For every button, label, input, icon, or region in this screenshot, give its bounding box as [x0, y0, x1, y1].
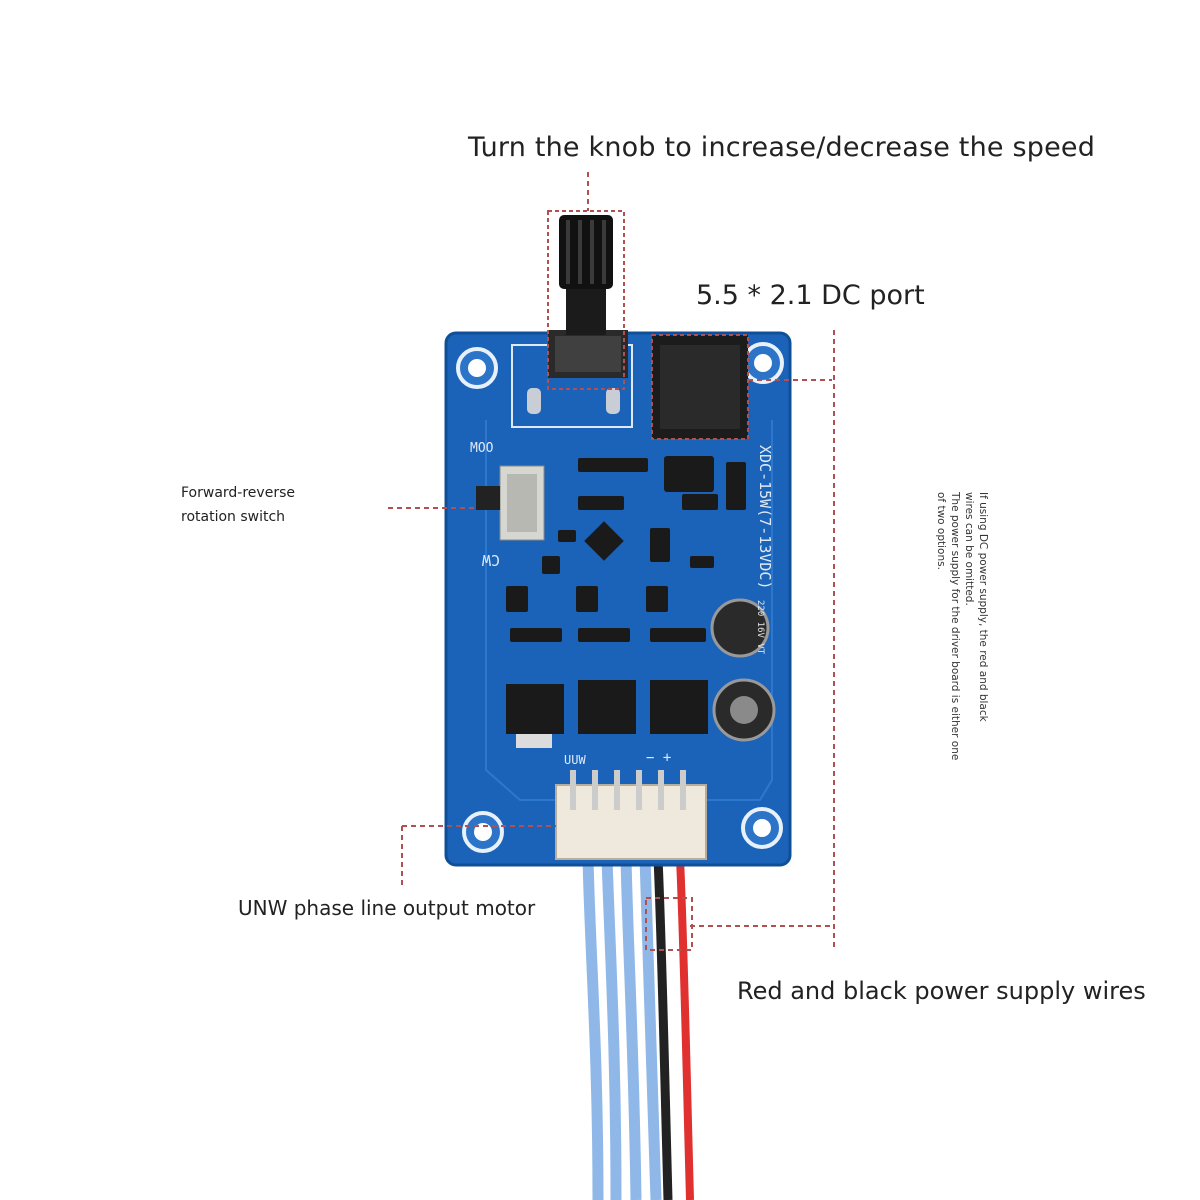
note-line: If using DC power supply, the red and bl… [977, 492, 989, 722]
switch-callout: Forward-reverse rotation switch [181, 481, 295, 529]
silk-polarity: − + [646, 750, 671, 766]
silk-model: XDC-15W(7-13VDC) [756, 445, 774, 590]
silk-cap: 220 16V VT [755, 600, 765, 655]
leader-lines [388, 172, 835, 951]
power-supply-note: If using DC power supply, the red and bl… [934, 492, 990, 792]
capacitors [710, 598, 776, 742]
note-line: of two options. [935, 492, 947, 570]
switch-callout-line1: Forward-reverse [181, 485, 295, 501]
silk-moo: MOO [470, 441, 494, 456]
power-wires-callout: Red and black power supply wires [737, 977, 1146, 1005]
mounting-holes [456, 342, 784, 853]
speed-knob [547, 210, 628, 390]
unw-callout: UNW phase line output motor [238, 896, 536, 920]
smd-components [506, 456, 746, 642]
silk-uuw: UUW [564, 753, 586, 767]
note-line: wires can be omitted. [963, 492, 975, 606]
silk-cw: CW [481, 551, 500, 569]
mosfets [506, 680, 708, 748]
dc-jack [651, 334, 749, 440]
slide-switch [476, 465, 545, 541]
pcb: MOO CW XDC-15W(7-13VDC) UUW − + 220 16V … [444, 331, 792, 867]
knob-callout: Turn the knob to increase/decrease the s… [468, 132, 1096, 163]
dc-port-callout: 5.5 * 2.1 DC port [696, 280, 925, 311]
switch-callout-line2: rotation switch [181, 509, 286, 525]
phase-connector [555, 770, 707, 860]
note-line: The power supply for the driver board is… [949, 492, 961, 761]
wires [582, 857, 694, 1200]
